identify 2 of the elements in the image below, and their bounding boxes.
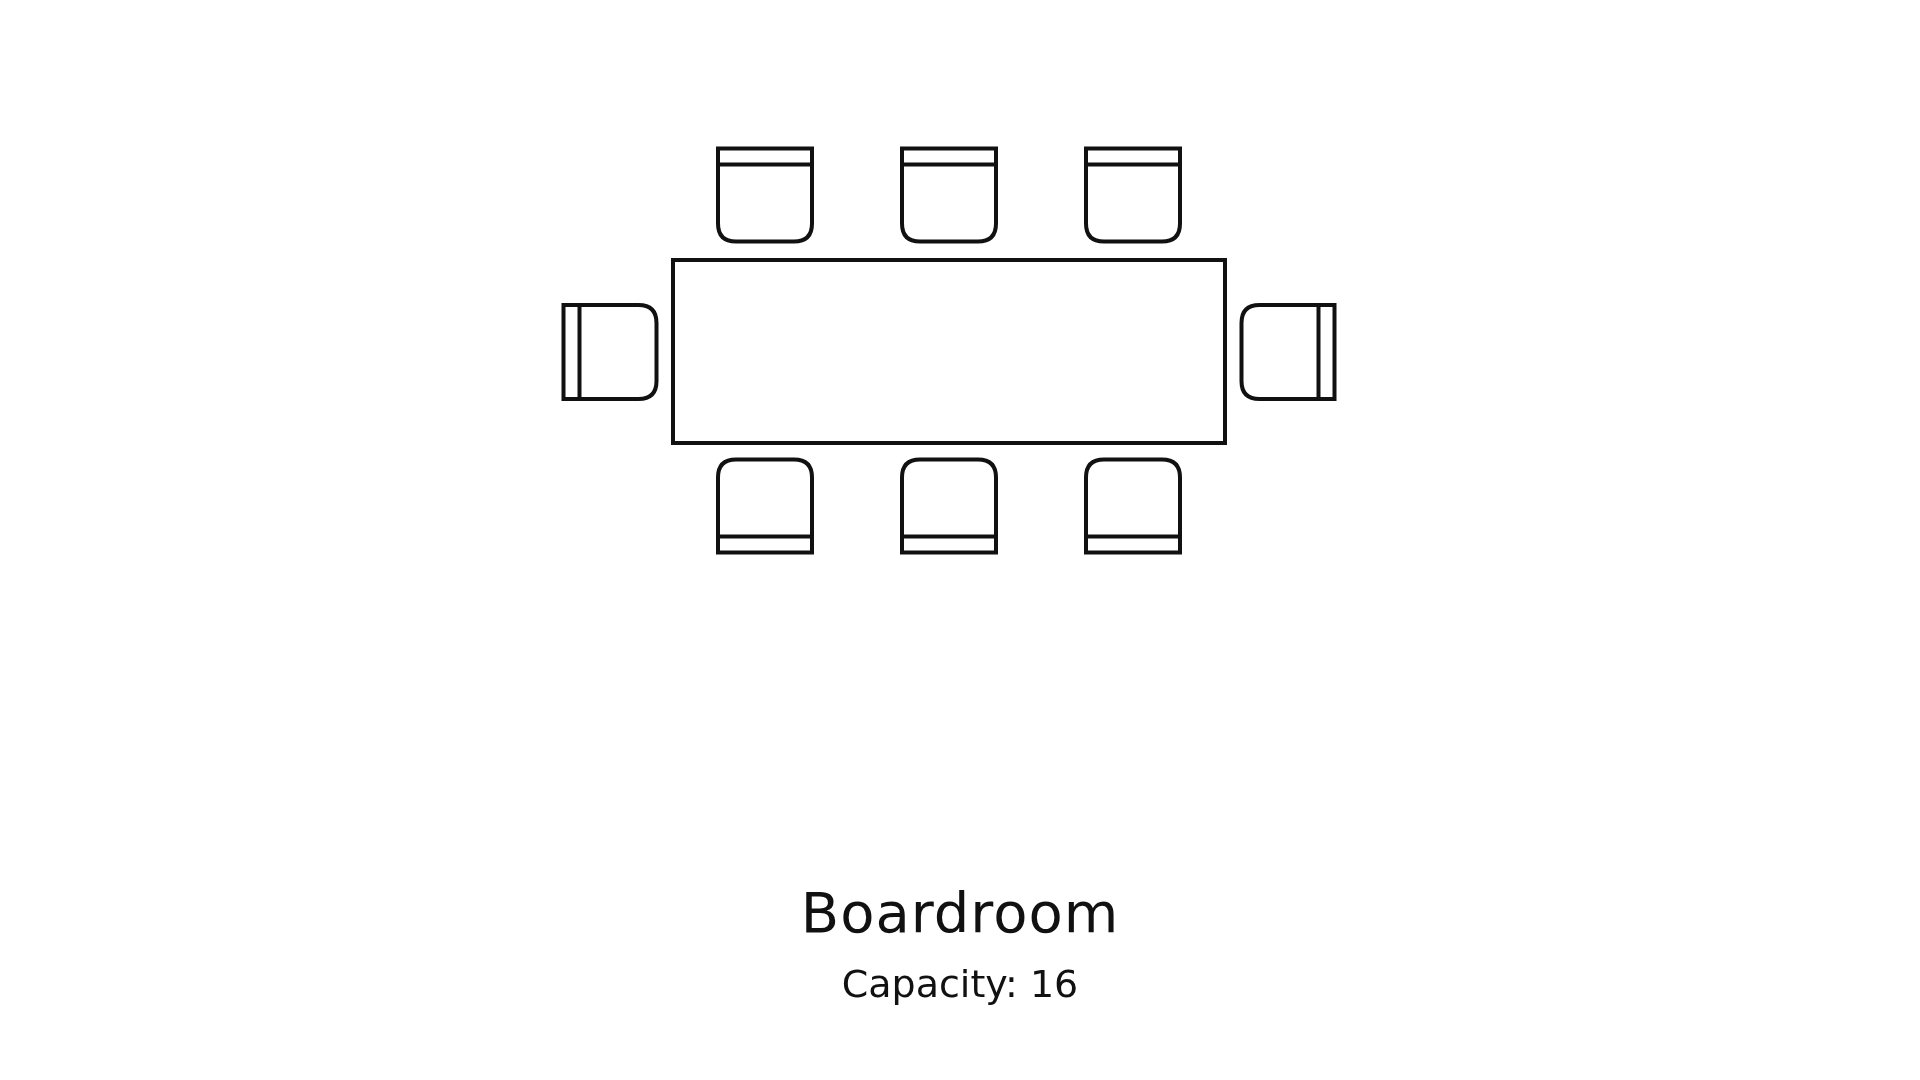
title: Boardroom xyxy=(800,880,1120,945)
caption: Capacity: 16 xyxy=(841,962,1079,1006)
